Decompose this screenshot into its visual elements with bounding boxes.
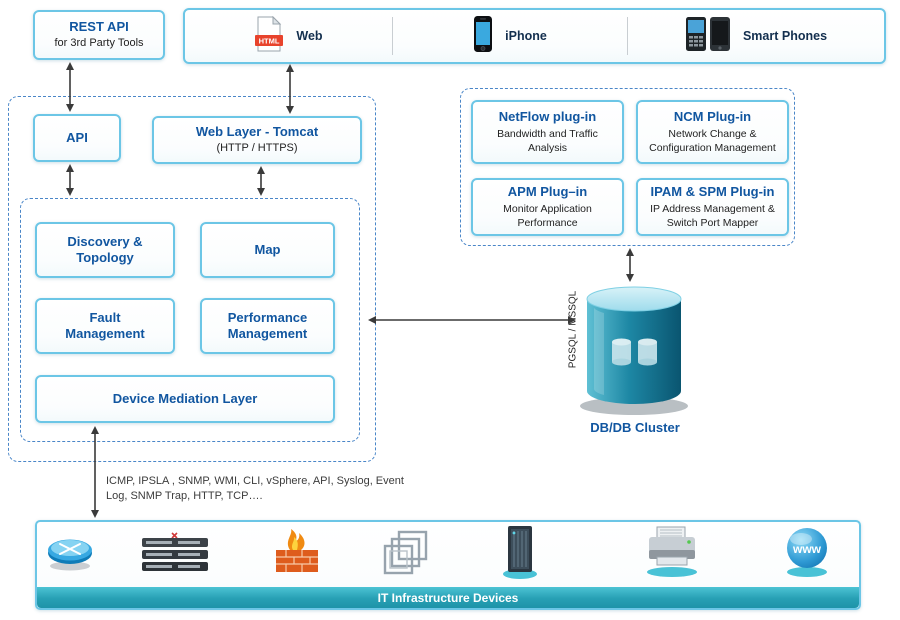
infrastructure-banner: IT Infrastructure Devices [37, 587, 859, 608]
plugin-ipam-spm: IPAM & SPM Plug-in IP Address Management… [636, 178, 789, 236]
server-rack-icon [383, 530, 429, 581]
divider [392, 17, 393, 55]
core-app-container [8, 96, 376, 462]
printer-icon [642, 524, 702, 583]
arrow-api-core [66, 164, 74, 196]
client-smartphones: Smart Phones [628, 10, 884, 62]
divider [627, 17, 628, 55]
module-label: Fault Management [65, 309, 145, 341]
web-layer-title: Web Layer - Tomcat [195, 124, 319, 139]
module-label: Map [254, 241, 281, 257]
firewall-icon [274, 526, 320, 581]
client-smartphones-label: Smart Phones [742, 29, 828, 43]
arrow-restapi-api [66, 62, 74, 112]
router-icon [46, 536, 94, 577]
device-mediation-layer-box: Device Mediation Layer [35, 375, 335, 423]
device-mediation-label: Device Mediation Layer [112, 390, 258, 406]
plugin-apm: APM Plug–in Monitor Application Performa… [471, 178, 624, 236]
iphone-icon [473, 15, 493, 58]
client-iphone: iPhone [393, 10, 627, 62]
rest-api-title: REST API [69, 19, 129, 34]
plugins-container [460, 88, 795, 246]
web-layer-box: Web Layer - Tomcat (HTTP / HTTPS) [152, 116, 362, 164]
arrow-mediation-devices [91, 426, 99, 518]
html-icon-text: HTML [259, 36, 280, 45]
arrow-core-db [368, 316, 576, 324]
plugin-title: IPAM & SPM Plug-in [650, 183, 775, 199]
globe-www-text: www [792, 542, 822, 556]
client-web: HTML Web [185, 10, 392, 62]
plugin-subtitle: Monitor Application Performance [503, 202, 592, 229]
web-layer-subtitle: (HTTP / HTTPS) [216, 142, 298, 155]
client-web-label: Web [296, 29, 323, 43]
plugin-title: NCM Plug-in [673, 108, 752, 124]
smartphones-icon [685, 15, 731, 58]
plugin-subtitle: Bandwidth and Traffic Analysis [497, 127, 598, 154]
plugin-subtitle: IP Address Management & Switch Port Mapp… [650, 202, 775, 229]
module-label: Discovery & Topology [67, 233, 143, 265]
module-map: Map [200, 222, 335, 278]
api-box: API [33, 114, 121, 162]
switch-stack-icon [138, 532, 212, 579]
clients-box: HTML Web iPhone [183, 8, 886, 64]
rest-api-box: REST API for 3rd Party Tools [33, 10, 165, 60]
plugin-netflow: NetFlow plug-in Bandwidth and Traffic An… [471, 100, 624, 164]
arrow-web-weblayer [286, 64, 294, 114]
db-cluster-label: DB/DB Cluster [590, 420, 680, 435]
module-fault-management: Fault Management [35, 298, 175, 354]
plugin-subtitle: Network Change & Configuration Managemen… [649, 127, 776, 154]
html-file-icon: HTML [254, 15, 284, 57]
arrow-weblayer-core [257, 166, 265, 196]
www-globe-icon: www [780, 524, 834, 583]
protocols-text: ICMP, IPSLA , SNMP, WMI, CLI, vSphere, A… [106, 475, 404, 503]
api-label: API [66, 129, 88, 145]
plugin-ncm: NCM Plug-in Network Change & Configurati… [636, 100, 789, 164]
db-engines-label: PGSQL / MSSQL [567, 290, 579, 369]
client-iphone-label: iPhone [505, 29, 547, 43]
arrow-plugins-db [626, 248, 634, 282]
plugin-title: APM Plug–in [507, 183, 588, 199]
plugin-title: NetFlow plug-in [498, 108, 597, 124]
modules-container [20, 198, 360, 442]
module-label: Performance Management [227, 309, 308, 341]
module-discovery-topology: Discovery & Topology [35, 222, 175, 278]
module-performance-management: Performance Management [200, 298, 335, 354]
server-icon [500, 524, 540, 585]
rest-api-subtitle: for 3rd Party Tools [54, 37, 144, 50]
db-cylinder-icon [572, 278, 697, 425]
